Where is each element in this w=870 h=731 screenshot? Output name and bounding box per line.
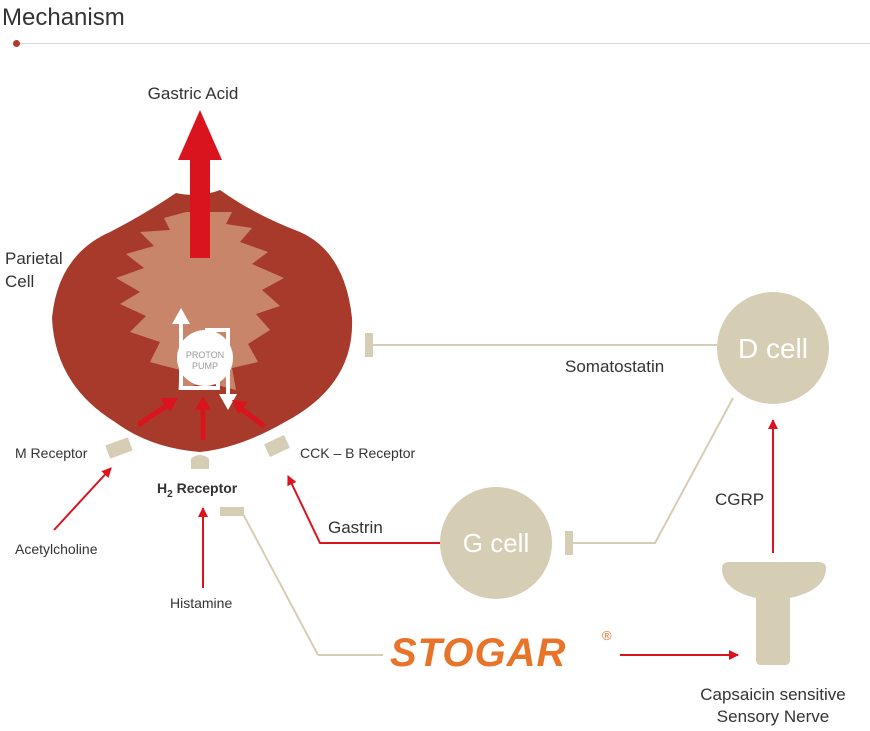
h2-inhibition-bar [220,507,244,516]
proton-in-arrowhead [219,394,237,410]
cgrp-label: CGRP [715,490,764,509]
g-cell-inhibition-bar [565,531,573,555]
m-receptor-shape [103,435,135,461]
acetylcholine-arrow [53,467,112,531]
proton-pump-label-line2: PUMP [192,361,218,371]
title-underline [20,43,870,44]
header: Mechanism [0,0,870,50]
cck-signal-arrowhead [232,400,248,414]
sensory-nerve-label-line1: Capsaicin sensitive [700,685,846,704]
stogar-logo: STOGAR [390,631,566,675]
sensory-nerve-label-line2: Sensory Nerve [717,707,829,726]
page-title: Mechanism [2,4,125,31]
cck-signal-arrow [238,406,266,428]
d-cell-label: D cell [738,333,808,364]
gastrin-label: Gastrin [328,518,383,537]
gastric-acid-label: Gastric Acid [148,84,239,103]
h2-receptor-shape [189,453,211,471]
d-cell [717,292,829,404]
proton-pump [177,330,233,386]
cck-receptor-shape [262,433,292,459]
proton-pump-label-line1: PROTON [186,350,224,360]
h2-suffix: Receptor [173,480,238,496]
cck-receptor-label: CCK – B Receptor [300,445,415,461]
m-receptor-label: M Receptor [15,445,88,461]
h2-signal-arrowhead [195,396,211,410]
somatostatin-to-g-cell-line [573,397,734,544]
m-signal-arrowhead [160,398,178,412]
sensory-nerve-shape [722,562,826,665]
gastrin-arrow [287,475,440,544]
proton-out-arrowhead [172,308,190,324]
proton-out-arrow [179,320,220,390]
g-cell [440,487,552,599]
parietal-cell-label-line2: Cell [5,272,34,291]
histamine-label: Histamine [170,595,232,611]
acetylcholine-label: Acetylcholine [15,541,98,557]
title-bullet-dot [13,40,20,47]
parietal-cell-canaliculus [116,212,284,390]
g-cell-label: G cell [463,528,529,558]
h2-receptor-label: H2 Receptor [157,480,238,500]
h2-subscript: 2 [167,489,173,500]
parietal-cell-label-line1: Parietal [5,249,63,268]
somatostatin-label: Somatostatin [565,357,664,376]
parietal-inhibition-bar [365,333,373,357]
h2-prefix: H [157,480,167,496]
proton-in-arrow [205,328,230,398]
stogar-registered-mark: ® [602,628,612,643]
gastric-acid-arrow [178,110,222,258]
histamine-inhibition-line [241,511,319,656]
